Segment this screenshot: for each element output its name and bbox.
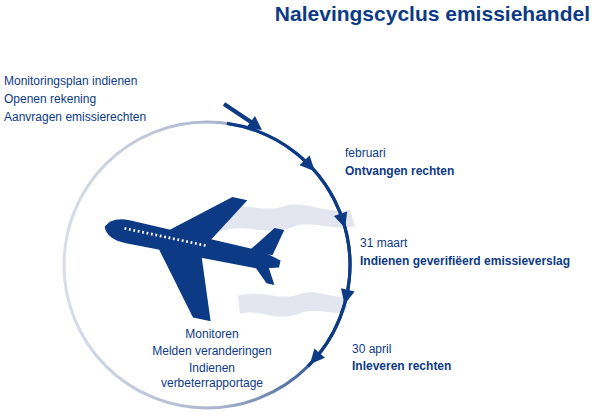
- entry-arrow: [224, 104, 254, 124]
- cycle-arc: [227, 123, 350, 366]
- date-label: februari: [345, 146, 386, 161]
- contrail: [238, 292, 348, 316]
- step-label: Ontvangen rechten: [345, 164, 454, 179]
- diagram-title: Nalevingscyclus emissiehandel: [275, 2, 590, 26]
- step-text: Monitoringsplan indienen: [4, 74, 137, 89]
- airplane-windows: [125, 228, 209, 246]
- date-label: 30 april: [352, 342, 391, 357]
- airplane-body: [102, 215, 282, 275]
- date-label: 31 maart: [360, 236, 407, 251]
- arrowhead: [341, 288, 355, 304]
- activity-text: Melden veranderingen: [152, 344, 271, 359]
- arrowheads: [299, 156, 354, 365]
- arrowhead: [310, 348, 325, 364]
- airplane: [90, 172, 291, 332]
- step-label: Inleveren rechten: [352, 359, 451, 374]
- arrowhead: [299, 156, 314, 172]
- entry-arrowhead: [246, 116, 262, 130]
- arrowhead: [334, 212, 347, 228]
- step-label: Indienen geverifiëerd emissieverslag: [360, 254, 570, 269]
- step-text: Openen rekening: [4, 92, 96, 107]
- activity-text: Monitoren: [185, 327, 238, 342]
- cycle-ring: [64, 122, 350, 408]
- step-text: Aanvragen emissierechten: [4, 110, 146, 125]
- activity-text: Indienen verbeterrapportage: [147, 361, 277, 391]
